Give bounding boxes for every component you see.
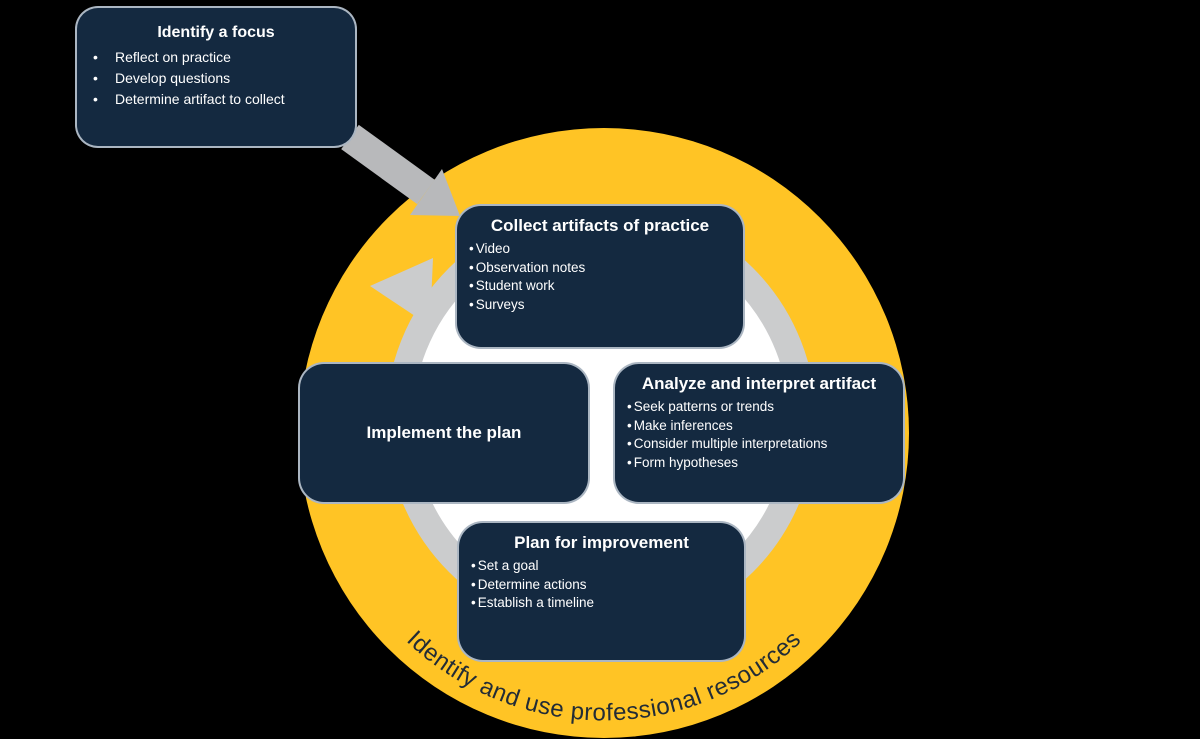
list-item: Consider multiple interpretations	[627, 435, 903, 454]
step-card-implement: Implement the plan	[298, 362, 590, 504]
step-title: Plan for improvement	[514, 533, 689, 552]
step-list: Video Observation notes Student work Sur…	[457, 240, 743, 314]
list-item: Set a goal	[471, 557, 744, 576]
list-item: Make inferences	[627, 417, 903, 436]
list-item: Video	[469, 240, 743, 259]
step-list: Set a goal Determine actions Establish a…	[459, 557, 744, 613]
list-item: Determine artifact to collect	[91, 92, 355, 107]
list-item: Student work	[469, 277, 743, 296]
step-list: Seek patterns or trends Make inferences …	[615, 398, 903, 472]
list-item: Determine actions	[471, 576, 744, 595]
list-item: Develop questions	[91, 71, 355, 86]
list-item: Establish a timeline	[471, 594, 744, 613]
step-card-analyze: Analyze and interpret artifact Seek patt…	[613, 362, 905, 504]
step-title: Analyze and interpret artifact	[641, 374, 877, 393]
intro-card-title: Identify a focus	[157, 24, 275, 41]
step-card-plan: Plan for improvement Set a goal Determin…	[457, 521, 746, 662]
list-item: Observation notes	[469, 259, 743, 278]
list-item: Surveys	[469, 296, 743, 315]
list-item: Form hypotheses	[627, 454, 903, 473]
step-title: Collect artifacts of practice	[490, 216, 710, 235]
intro-card: Identify a focus Reflect on practice Dev…	[75, 6, 357, 148]
step-title: Implement the plan	[366, 423, 522, 442]
list-item: Reflect on practice	[91, 50, 355, 65]
step-card-collect: Collect artifacts of practice Video Obse…	[455, 204, 745, 349]
list-item: Seek patterns or trends	[627, 398, 903, 417]
intro-card-list: Reflect on practice Develop questions De…	[77, 50, 355, 107]
